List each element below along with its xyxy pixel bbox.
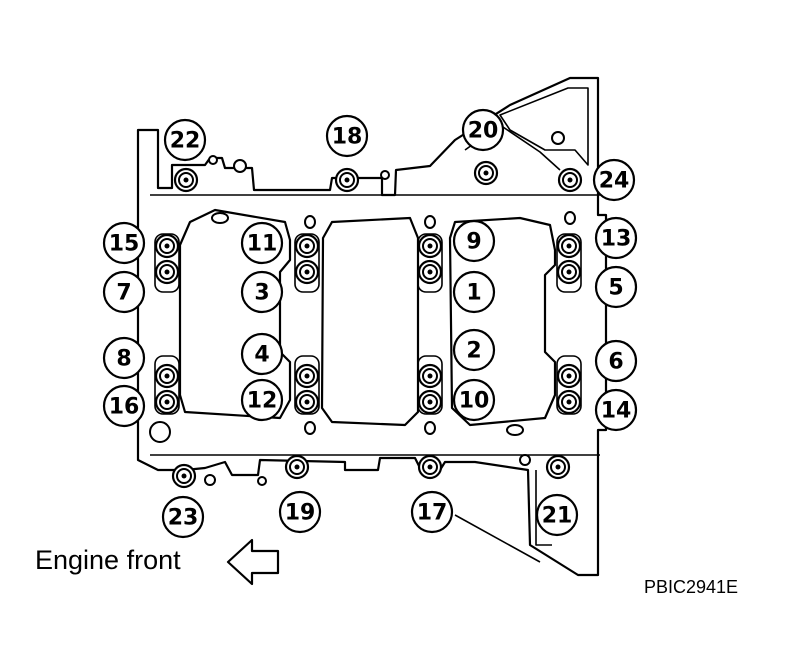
bolt-callout-9: 9: [452, 219, 496, 263]
bolt-bosses: [154, 233, 582, 415]
bolt-callout-15: 15: [102, 221, 146, 265]
bolt-head: [334, 167, 360, 193]
bolt-callout-17: 17: [410, 490, 454, 534]
bolt-callout-22: 22: [163, 118, 207, 162]
bolt-callout-label: 1: [466, 281, 481, 306]
bolt-callout-7: 7: [102, 270, 146, 314]
bolt-callout-label: 2: [466, 339, 481, 364]
bolt-head: [473, 160, 499, 186]
bolt-head: [171, 463, 197, 489]
bolt-head: [417, 233, 443, 259]
bolt-callout-2: 2: [452, 328, 496, 372]
bolt-head: [294, 259, 320, 285]
bolt-callout-label: 13: [601, 227, 632, 252]
bolt-callout-label: 18: [332, 125, 363, 150]
block-outline: [136, 76, 608, 577]
bolt-callout-13: 13: [594, 216, 638, 260]
bolt-callout-12: 12: [240, 378, 284, 422]
bolt-callout-11: 11: [240, 221, 284, 265]
bolt-callout-20: 20: [461, 108, 505, 152]
bolt-callout-label: 22: [170, 129, 201, 154]
bolt-head: [556, 363, 582, 389]
bolt-callout-label: 20: [468, 119, 499, 144]
bolt-callout-10: 10: [452, 378, 496, 422]
bolt-callout-6: 6: [594, 339, 638, 383]
bolt-head: [294, 389, 320, 415]
bolt-callout-label: 12: [247, 389, 278, 414]
bolt-callout-label: 23: [168, 506, 199, 531]
bolt-head: [154, 233, 180, 259]
bolt-head: [294, 363, 320, 389]
bolt-head: [284, 454, 310, 480]
bolt-head: [173, 167, 199, 193]
leader-line-17: [454, 514, 541, 563]
bolt-callout-label: 4: [254, 343, 269, 368]
bolt-callout-23: 23: [161, 495, 205, 539]
bolt-callout-3: 3: [240, 270, 284, 314]
bolt-head: [417, 389, 443, 415]
bolt-callout-24: 24: [592, 158, 636, 202]
bolt-head: [294, 233, 320, 259]
bolt-head: [545, 454, 571, 480]
bolt-head: [417, 454, 443, 480]
bolt-callout-14: 14: [594, 388, 638, 432]
bolt-callout-label: 16: [109, 395, 140, 420]
bolt-callout-label: 15: [109, 232, 140, 257]
bolt-callout-16: 16: [102, 384, 146, 428]
bolts: [154, 160, 583, 489]
bolt-callout-label: 14: [601, 399, 632, 424]
bolt-callout-label: 11: [247, 232, 278, 257]
bolt-head: [154, 389, 180, 415]
bolt-head: [417, 259, 443, 285]
bolt-head: [556, 389, 582, 415]
bolt-callout-label: 6: [608, 350, 623, 375]
bolt-callout-18: 18: [325, 114, 369, 158]
bolt-callout-label: 9: [466, 230, 481, 255]
bore-openings: [149, 131, 576, 486]
bolt-callout-label: 24: [599, 169, 630, 194]
bolt-callout-label: 21: [542, 504, 573, 529]
left-arrow-outline-icon: [226, 538, 280, 586]
bolt-callout-5: 5: [594, 265, 638, 309]
bolt-callout-label: 19: [285, 501, 316, 526]
bolt-head: [557, 167, 583, 193]
bolt-callout-19: 19: [278, 490, 322, 534]
bolt-callout-21: 21: [535, 493, 579, 537]
bolt-head: [154, 259, 180, 285]
bolt-callout-label: 5: [608, 276, 623, 301]
bolt-callout-label: 8: [116, 347, 131, 372]
bolt-callout-label: 3: [254, 281, 269, 306]
bolt-callout-1: 1: [452, 270, 496, 314]
bolt-head: [556, 233, 582, 259]
figure-reference-code: PBIC2941E: [644, 577, 739, 597]
bolt-callout-label: 7: [116, 281, 131, 306]
bolt-callout-label: 10: [459, 389, 490, 414]
engine-front-label: Engine front: [35, 545, 181, 575]
bolt-callout-4: 4: [240, 332, 284, 376]
bolt-head: [154, 363, 180, 389]
bolt-head: [556, 259, 582, 285]
bolt-callout-8: 8: [102, 336, 146, 380]
bolt-callout-label: 17: [417, 501, 448, 526]
bolt-head: [417, 363, 443, 389]
